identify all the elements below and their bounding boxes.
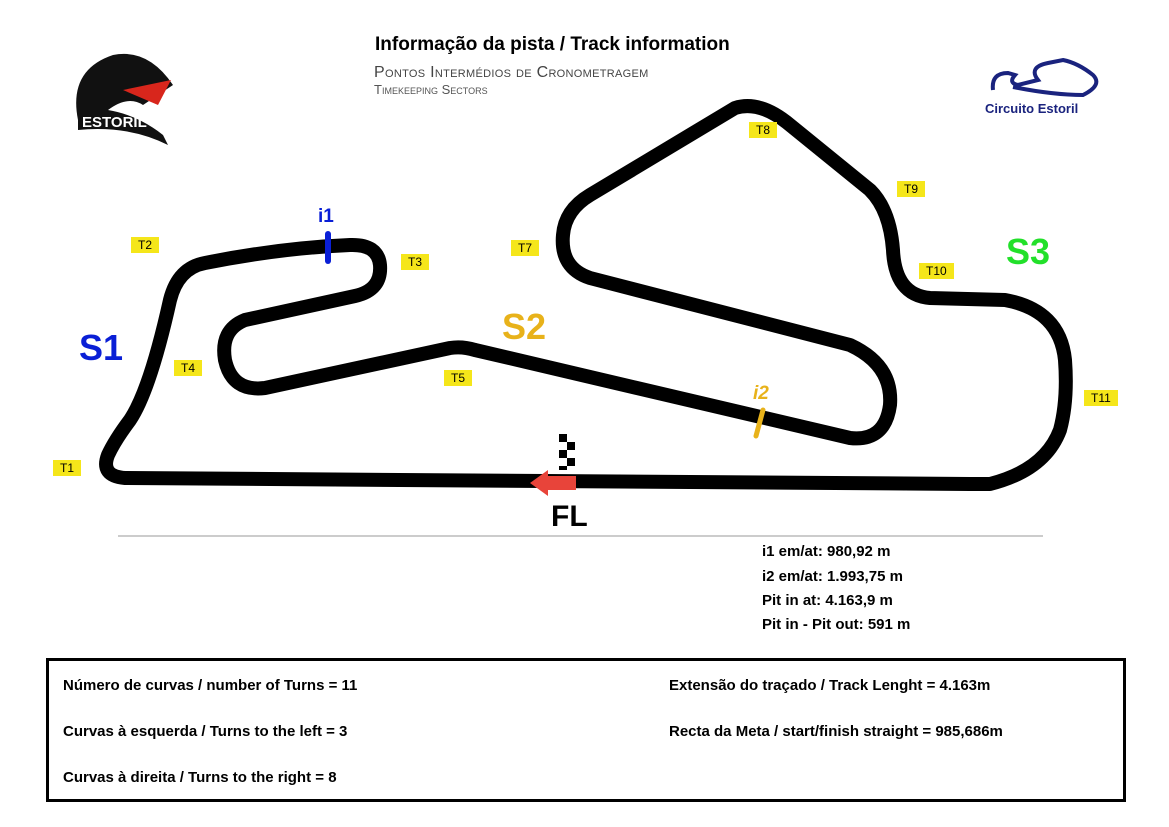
turn-label: T1 — [53, 460, 82, 476]
track-outline — [99, 99, 1073, 491]
sector-s2: S2 — [502, 306, 547, 347]
direction-arrow-icon — [530, 470, 576, 496]
finish-line-label: FL — [551, 500, 588, 533]
stats-box: Número de curvas / number of Turns = 11 … — [46, 658, 1126, 802]
i2-marker — [753, 407, 766, 439]
svg-text:Circuito Estoril: Circuito Estoril — [985, 101, 1078, 116]
i1-label: i1 — [318, 206, 334, 227]
info-i2: i2 em/at: 1.993,75 m — [762, 568, 903, 585]
turn-label: T2 — [131, 237, 160, 253]
turn-label: T3 — [401, 254, 430, 270]
turn-label: T4 — [174, 360, 203, 376]
info-pit-lane: Pit in - Pit out: 591 m — [762, 616, 911, 633]
sector-s1: S1 — [79, 327, 124, 368]
info-i1: i1 em/at: 980,92 m — [762, 543, 891, 560]
subtitle-pt: Pontos Intermédios de Cronometragem — [374, 64, 649, 81]
stat-left-turns: Curvas à esquerda / Turns to the left = … — [63, 723, 348, 740]
turn-label: T9 — [897, 181, 926, 197]
sector-s3: S3 — [1006, 231, 1051, 272]
stat-right-turns: Curvas à direita / Turns to the right = … — [63, 769, 337, 786]
track-map — [99, 99, 1073, 537]
turn-label: T5 — [444, 370, 473, 386]
page-title: Informação da pista / Track information — [375, 34, 730, 55]
svg-text:ESTORIL: ESTORIL — [82, 114, 147, 131]
motor-clube-estoril-logo: ESTORIL — [76, 53, 173, 145]
stat-length: Extensão do traçado / Track Lenght = 4.1… — [669, 677, 991, 694]
i2-label: i2 — [753, 383, 769, 404]
stat-straight: Recta da Meta / start/finish straight = … — [669, 723, 1003, 740]
info-pit-in: Pit in at: 4.163,9 m — [762, 592, 893, 609]
stat-turns: Número de curvas / number of Turns = 11 — [63, 677, 358, 694]
turn-label: T10 — [919, 263, 954, 279]
circuito-estoril-logo: Circuito Estoril — [985, 57, 1099, 116]
checkered-flag-icon — [559, 434, 575, 470]
turn-label: T11 — [1084, 390, 1118, 406]
turn-label: T8 — [749, 122, 778, 138]
subtitle-en: Timekeeping Sectors — [374, 82, 488, 97]
turn-label: T7 — [511, 240, 540, 256]
